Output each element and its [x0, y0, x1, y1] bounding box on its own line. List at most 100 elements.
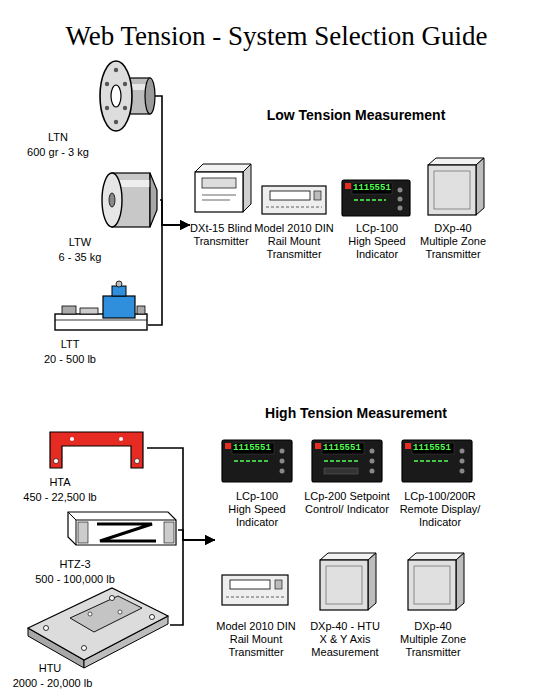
mount-hole	[70, 437, 74, 441]
brand-mark	[345, 183, 351, 189]
device-node: LCp-200 Setpoint Control/ Indicator	[302, 437, 392, 549]
device-caption: DXp-40 Multiple Zone Transmitter	[397, 620, 469, 659]
knob-cap	[116, 281, 122, 287]
section-heading: Low Tension Measurement	[256, 107, 456, 124]
bar-edge	[76, 520, 77, 545]
capacity-range: 450 - 22,500 lb	[10, 491, 110, 504]
device-node: LCp-100 High Speed Indicator	[215, 437, 297, 549]
key	[370, 449, 375, 454]
roll-end	[145, 78, 155, 114]
device-node: DXt-15 Blind Transmitter	[190, 158, 252, 275]
key	[370, 459, 375, 464]
model-name: HTU	[10, 662, 90, 675]
ltn-sensor-art	[100, 61, 155, 131]
din-button	[275, 580, 282, 589]
dxp40htu-device-art	[320, 553, 376, 610]
status-row	[234, 460, 268, 462]
indicator-bezel	[342, 180, 410, 216]
mount-hole	[44, 626, 49, 631]
device-caption: LCp-100 High Speed Indicator	[345, 222, 409, 261]
bolt-hole	[123, 106, 127, 110]
din-display	[270, 191, 310, 200]
key	[280, 449, 285, 454]
roll-flange	[100, 61, 132, 131]
key	[398, 197, 403, 202]
section-heading: High Tension Measurement	[256, 405, 456, 422]
status-row	[354, 199, 386, 201]
cylinder-taper	[150, 173, 157, 227]
flange-hub	[111, 85, 121, 107]
sensor-node: LTW 6 - 35 kg	[30, 165, 160, 268]
terminal-row	[266, 207, 322, 208]
device-node: DXp-40 Multiple Zone Transmitter	[414, 155, 494, 275]
sensor-node: LTN600 gr - 3 kg	[15, 58, 155, 160]
brand-mark	[405, 443, 411, 449]
model-name: LTT	[30, 338, 110, 351]
bar-cap	[164, 522, 174, 543]
cylinder-face	[102, 173, 122, 227]
hta-sensor-art	[50, 432, 143, 468]
capacity-range: 2000 - 20,000 lb	[5, 677, 100, 690]
bolt-hole	[114, 68, 118, 72]
dxp40-device-art	[428, 158, 484, 215]
indicator-bezel	[312, 440, 382, 482]
key	[370, 469, 375, 474]
din-button	[314, 191, 321, 200]
digit-window	[322, 443, 364, 454]
brand-mark	[225, 443, 231, 449]
device-caption: LCp-200 Setpoint Control/ Indicator	[302, 490, 392, 516]
bar-cap	[78, 522, 88, 543]
enclosure-side	[456, 553, 464, 610]
panel-line	[202, 200, 230, 201]
indicator-bezel	[402, 440, 472, 482]
lcp100-device-art	[222, 440, 292, 482]
device-node: DXp-40 Multiple Zone Transmitter	[395, 550, 483, 675]
mount-hole	[110, 596, 115, 601]
bolt-hole	[114, 120, 118, 124]
sensor-knob	[112, 286, 126, 296]
sensor-node: HTA450 - 22,500 lb	[15, 425, 147, 503]
mount-hole	[54, 459, 59, 464]
dxt15-device-art	[195, 164, 251, 212]
bolt-hole	[105, 106, 109, 110]
digit-window	[412, 443, 454, 454]
display-reading: 1115551	[353, 183, 393, 194]
sensor-block	[103, 296, 135, 318]
plate-edge	[55, 320, 147, 321]
bracket-connector	[178, 530, 215, 540]
box-front	[195, 172, 243, 212]
key	[280, 459, 285, 464]
model-name: LTW	[40, 236, 120, 249]
brand-mark	[315, 443, 321, 449]
bracket-connector	[147, 448, 215, 540]
model-name: LTN	[18, 131, 98, 144]
diagram-title: Web Tension - System Selection Guide	[0, 20, 553, 52]
enclosure-front	[320, 560, 368, 610]
capacity-range: 500 - 100,000 lb	[25, 573, 125, 586]
din-housing	[222, 575, 288, 605]
key	[280, 469, 285, 474]
mount-hole	[135, 459, 140, 464]
bracket-connector	[160, 200, 190, 225]
capacity-range: 600 gr - 3 kg	[10, 146, 106, 159]
htz-sensor-art	[68, 512, 176, 545]
sensor-node: HTU 2000 - 20,000 lb	[8, 588, 170, 692]
bracket-connector	[155, 96, 190, 225]
display-reading: 1115551	[413, 443, 455, 454]
enclosure-door	[326, 566, 362, 604]
capacity-range: 6 - 35 kg	[40, 251, 120, 264]
mount-hole	[88, 612, 92, 616]
box-side	[243, 164, 251, 212]
plate-top	[28, 588, 168, 660]
bracket-connector	[170, 540, 215, 625]
device-caption: Model 2010 DIN Rail Mount Transmitter	[216, 620, 296, 659]
mount-hole	[150, 615, 155, 620]
red-channel	[50, 432, 143, 468]
enclosure-side	[476, 158, 484, 215]
mount-hole	[82, 646, 87, 651]
key	[398, 206, 403, 211]
